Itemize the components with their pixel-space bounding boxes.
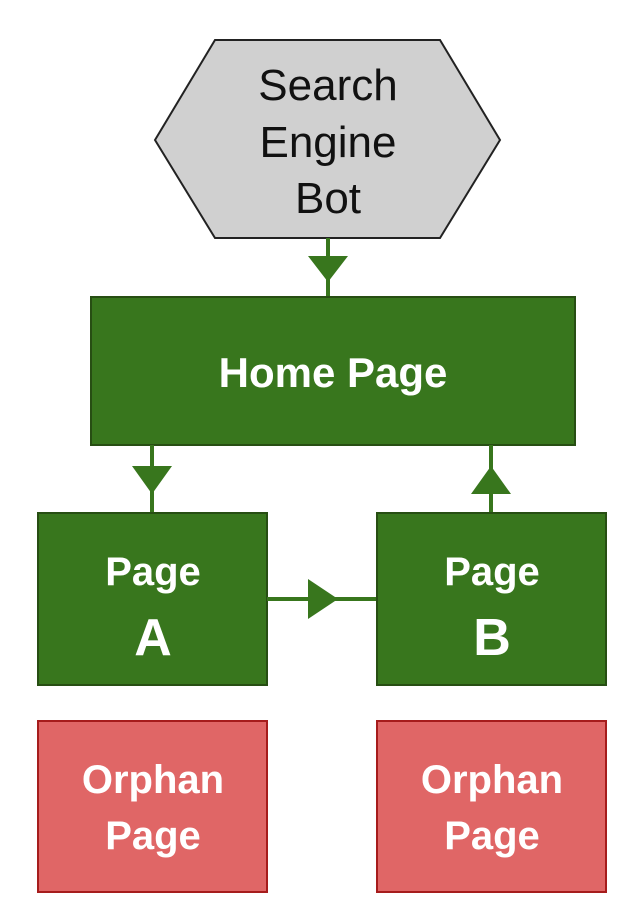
page-a-label-line-2: A bbox=[134, 609, 172, 667]
edge-page-b-to-home bbox=[471, 445, 511, 513]
edge-page-b-to-home-arrowhead bbox=[471, 466, 511, 494]
home-page-box bbox=[90, 296, 576, 446]
orphan-page-1-label-line-1: Orphan bbox=[82, 758, 224, 802]
orphan-page-1-label-line-2: Page bbox=[105, 814, 201, 858]
home-page-node: Home Page bbox=[90, 296, 576, 446]
page-b-node: Page B bbox=[376, 512, 607, 686]
bot-label-line-1: Search bbox=[258, 61, 397, 110]
home-page-label: Home Page bbox=[219, 349, 448, 396]
orphan-page-2-box bbox=[376, 720, 607, 893]
edge-page-a-to-page-b bbox=[267, 579, 377, 619]
page-a-node: Page A bbox=[37, 512, 268, 686]
edge-page-a-to-page-b-arrowhead bbox=[308, 579, 338, 619]
edge-bot-to-home bbox=[308, 238, 348, 297]
bot-label-line-2: Engine bbox=[259, 118, 396, 167]
edge-home-to-page-a bbox=[132, 445, 172, 513]
bot-label-line-3: Bot bbox=[295, 174, 361, 223]
orphan-page-1-node: Orphan Page bbox=[37, 720, 268, 893]
orphan-page-2-label-line-1: Orphan bbox=[421, 758, 563, 802]
page-b-label-line-1: Page bbox=[444, 550, 540, 594]
page-b-label-line-2: B bbox=[473, 609, 511, 667]
search-engine-bot-node: Search Engine Bot bbox=[153, 39, 502, 239]
orphan-page-2-label-line-2: Page bbox=[444, 814, 540, 858]
page-b-box bbox=[376, 512, 607, 686]
edge-bot-to-home-arrowhead bbox=[308, 256, 348, 282]
page-a-label-line-1: Page bbox=[105, 550, 201, 594]
bot-hexagon-shape bbox=[153, 39, 502, 239]
orphan-page-2-node: Orphan Page bbox=[376, 720, 607, 893]
edge-home-to-page-a-arrowhead bbox=[132, 466, 172, 494]
orphan-page-1-box bbox=[37, 720, 268, 893]
